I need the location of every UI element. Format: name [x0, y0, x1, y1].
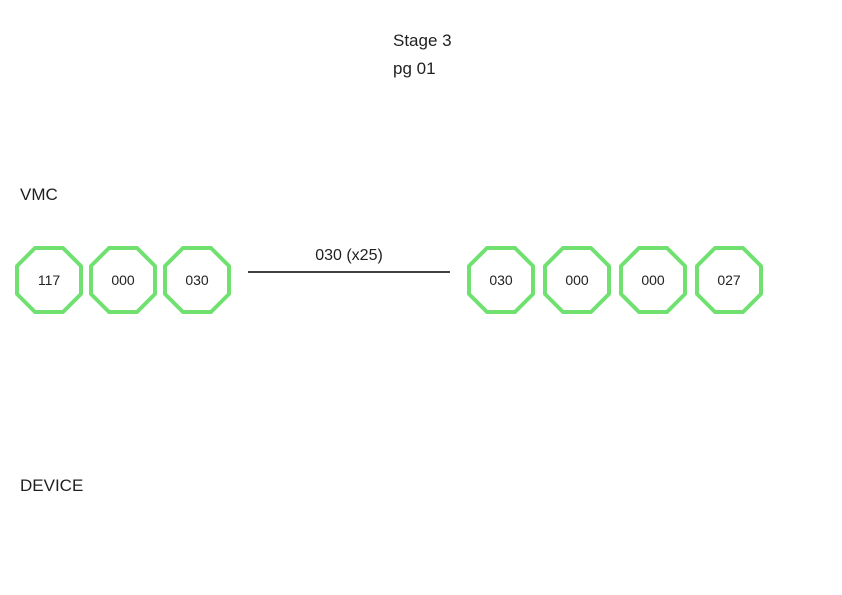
octagon-shape-icon [89, 246, 157, 314]
octagon-shape-icon [163, 246, 231, 314]
octagon-node[interactable]: 030 [163, 246, 231, 314]
node-value: 030 [185, 272, 209, 288]
connector: 030 (x25) [248, 247, 450, 273]
vmc-right-node-row: 030 000 000 027 [467, 246, 763, 314]
page-title-line1: Stage 3 [393, 31, 452, 50]
octagon-node[interactable]: 117 [15, 246, 83, 314]
device-section-label: DEVICE [20, 476, 84, 495]
page-title-line2: pg 01 [393, 59, 436, 78]
vmc-left-node-row: 117 000 030 [15, 246, 231, 314]
node-value: 000 [565, 272, 589, 288]
connector-line[interactable] [248, 271, 450, 273]
octagon-shape-icon [695, 246, 763, 314]
octagon-node[interactable]: 027 [695, 246, 763, 314]
octagon-node[interactable]: 000 [89, 246, 157, 314]
connector-label: 030 (x25) [315, 247, 383, 264]
octagon-node[interactable]: 000 [543, 246, 611, 314]
octagon-shape-icon [15, 246, 83, 314]
node-value: 027 [717, 272, 741, 288]
octagon-shape-icon [467, 246, 535, 314]
node-value: 000 [641, 272, 665, 288]
node-value: 000 [111, 272, 135, 288]
octagon-node[interactable]: 000 [619, 246, 687, 314]
octagon-shape-icon [619, 246, 687, 314]
octagon-shape-icon [543, 246, 611, 314]
node-value: 030 [489, 272, 513, 288]
octagon-node[interactable]: 030 [467, 246, 535, 314]
vmc-section-label: VMC [20, 185, 58, 204]
node-value: 117 [37, 272, 61, 288]
page-title: Stage 3 pg 01 [393, 27, 452, 83]
